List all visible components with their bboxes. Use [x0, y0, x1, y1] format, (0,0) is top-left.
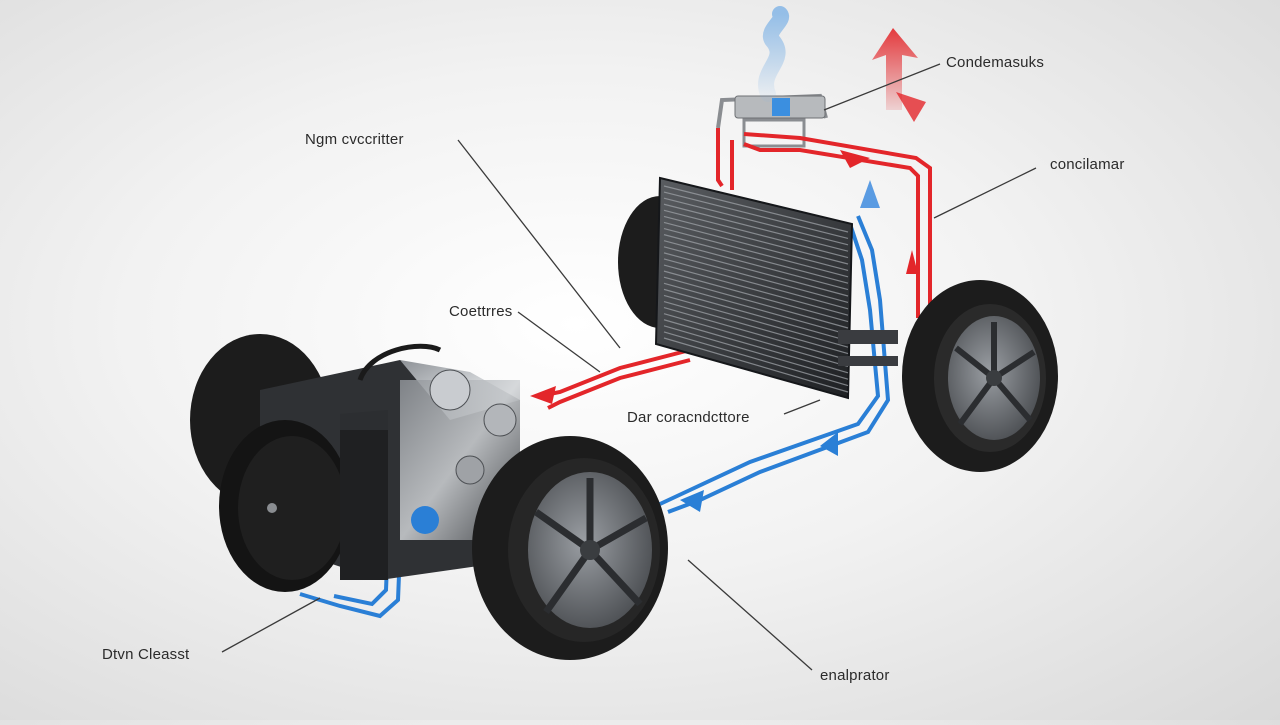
heat-release-arrow — [872, 28, 926, 122]
radiator-fin — [663, 282, 849, 335]
radiator-fin — [663, 331, 849, 387]
cold-flow-arrow-bottom — [680, 490, 704, 512]
radiator-fin — [663, 264, 849, 316]
radiator-fin — [663, 307, 849, 361]
radiator-fin — [663, 252, 849, 303]
radiator-fin — [663, 240, 849, 291]
radiator-fin — [663, 203, 849, 252]
label-evaporator: enalprator — [820, 667, 890, 684]
radiator-fin — [663, 197, 849, 246]
radiator-fin — [663, 300, 849, 355]
radiator-fin — [663, 215, 849, 265]
radiator-fin — [663, 209, 849, 259]
condenser-radiator — [654, 176, 898, 400]
label-condenser-side: concilamar — [1050, 156, 1125, 173]
radiator-fin — [663, 294, 849, 348]
engine-compressor — [190, 334, 520, 592]
radiator-fin — [663, 234, 849, 284]
hot-flow-arrow-top — [840, 150, 870, 168]
radiator-fin — [663, 276, 849, 329]
hot-flow-arrow-right — [906, 250, 918, 274]
cold-flow-arrow-top — [860, 180, 880, 208]
radiator-fin — [663, 319, 849, 374]
radiator-fin — [663, 313, 849, 367]
leader-lines — [221, 63, 1037, 671]
radiator-fin — [663, 221, 849, 271]
radiator-fin — [663, 227, 849, 278]
radiator-fin — [663, 191, 849, 239]
radiator-fin — [663, 337, 849, 393]
radiator-fin — [663, 325, 849, 380]
radiator-fin — [663, 246, 849, 297]
cool-vapor-plume — [758, 6, 790, 102]
rear-right-wheel — [902, 280, 1058, 472]
label-center: Dar coracndcttore — [627, 409, 750, 426]
label-condenser-top: Condemasuks — [946, 54, 1045, 71]
cold-flow-arrow-mid — [820, 432, 838, 456]
label-mid-left: Coettrres — [449, 303, 513, 320]
radiator-fin — [663, 258, 849, 310]
radiator-fin — [663, 270, 849, 323]
front-wheel — [472, 436, 668, 660]
hot-flow-arrow-left — [530, 386, 556, 404]
label-bottom-left: Dtvn Cleasst — [102, 646, 190, 663]
radiator-fin — [663, 288, 849, 342]
label-top-left: Ngm cvccritter — [305, 131, 404, 148]
radiator-fin — [663, 185, 849, 233]
